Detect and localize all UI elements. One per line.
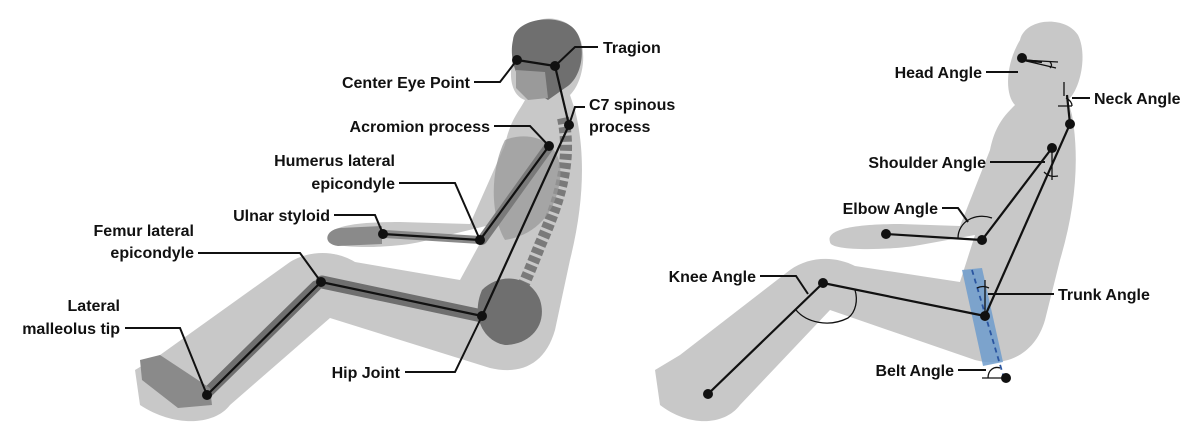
label-femur-line2: epicondyle (110, 245, 194, 262)
label-center-eye-point: Center Eye Point (342, 75, 471, 92)
wrist-point-marker (881, 229, 891, 239)
label-neck-angle: Neck Angle (1094, 91, 1181, 108)
knee-point-marker (818, 278, 828, 288)
label-ulnar-styloid: Ulnar styloid (233, 208, 330, 225)
label-elbow-angle: Elbow Angle (843, 201, 939, 218)
label-humerus-line2: epicondyle (311, 176, 395, 193)
shoulder-point-marker (1047, 143, 1057, 153)
elbow-point-marker (977, 235, 987, 245)
neck-point-marker (1065, 119, 1075, 129)
hand-bones-icon (327, 226, 382, 246)
label-femur-line1: Femur lateral (94, 223, 194, 240)
right-body-silhouette (655, 22, 1083, 422)
label-c7-spinous-line1: C7 spinous (589, 97, 675, 114)
head-point-marker (1017, 53, 1027, 63)
landmark-figure: Center Eye Point Tragion C7 spinous proc… (22, 19, 675, 422)
label-belt-angle: Belt Angle (875, 363, 954, 380)
label-malleolus-line2: malleolus tip (22, 321, 120, 338)
hip-point-marker (980, 311, 990, 321)
label-head-angle: Head Angle (895, 65, 983, 82)
label-tragion: Tragion (603, 40, 661, 57)
label-trunk-angle: Trunk Angle (1058, 287, 1150, 304)
label-humerus-line1: Humerus lateral (274, 153, 395, 170)
label-c7-spinous-line2: process (589, 119, 650, 136)
label-malleolus-line1: Lateral (68, 298, 120, 315)
label-shoulder-angle: Shoulder Angle (868, 155, 986, 172)
label-knee-angle: Knee Angle (669, 269, 757, 286)
label-hip-joint: Hip Joint (332, 365, 401, 382)
angle-figure: Head Angle Neck Angle Shoulder Angle Elb… (655, 22, 1181, 422)
ankle-point-marker (703, 389, 713, 399)
label-acromion-process: Acromion process (350, 119, 491, 136)
belt-anchor-marker (1001, 373, 1011, 383)
